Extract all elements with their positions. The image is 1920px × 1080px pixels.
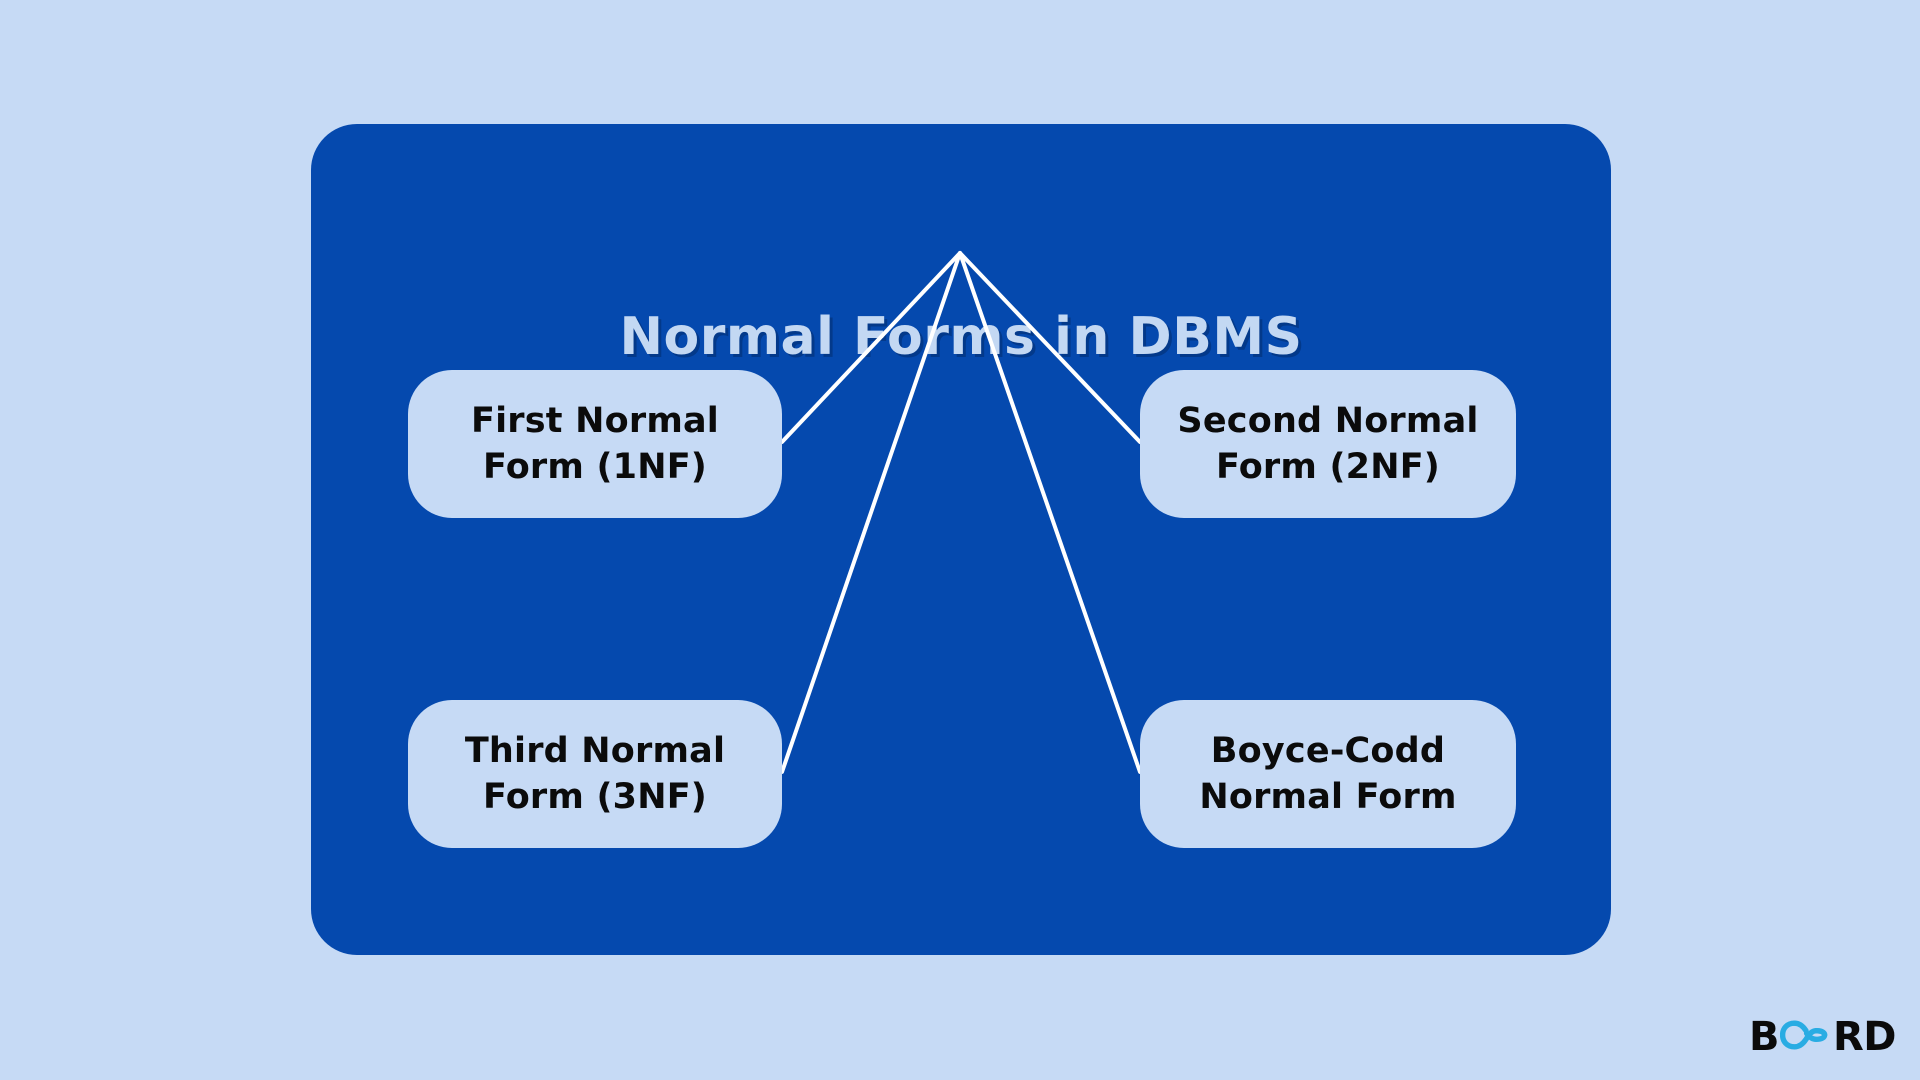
node-label-line1: Second Normal bbox=[1177, 400, 1479, 441]
infinity-mark bbox=[1779, 1018, 1832, 1056]
node-label-line2: Form (1NF) bbox=[483, 447, 707, 487]
node-second-normal-form[interactable]: Second Normal Form (2NF) bbox=[1140, 370, 1516, 518]
node-label-line2: Form (2NF) bbox=[1216, 447, 1440, 487]
board-logo: B RD bbox=[1749, 1014, 1897, 1060]
diagram-card: Normal Forms in DBMS First Normal Form (… bbox=[311, 124, 1611, 955]
logo-prefix: B bbox=[1749, 1014, 1780, 1060]
page-title: Normal Forms in DBMS bbox=[619, 307, 1303, 367]
logo-suffix: RD bbox=[1833, 1014, 1897, 1060]
node-label-line2: Normal Form bbox=[1199, 777, 1457, 817]
node-label-line2: Form (3NF) bbox=[483, 777, 707, 817]
node-third-normal-form[interactable]: Third Normal Form (3NF) bbox=[408, 700, 782, 848]
node-label-line1: Third Normal bbox=[464, 730, 726, 771]
node-first-normal-form[interactable]: First Normal Form (1NF) bbox=[408, 370, 782, 518]
node-label-line1: First Normal bbox=[471, 400, 719, 441]
node-boyce-codd-normal-form[interactable]: Boyce-Codd Normal Form bbox=[1140, 700, 1516, 848]
node-label-line1: Boyce-Codd bbox=[1210, 730, 1446, 771]
